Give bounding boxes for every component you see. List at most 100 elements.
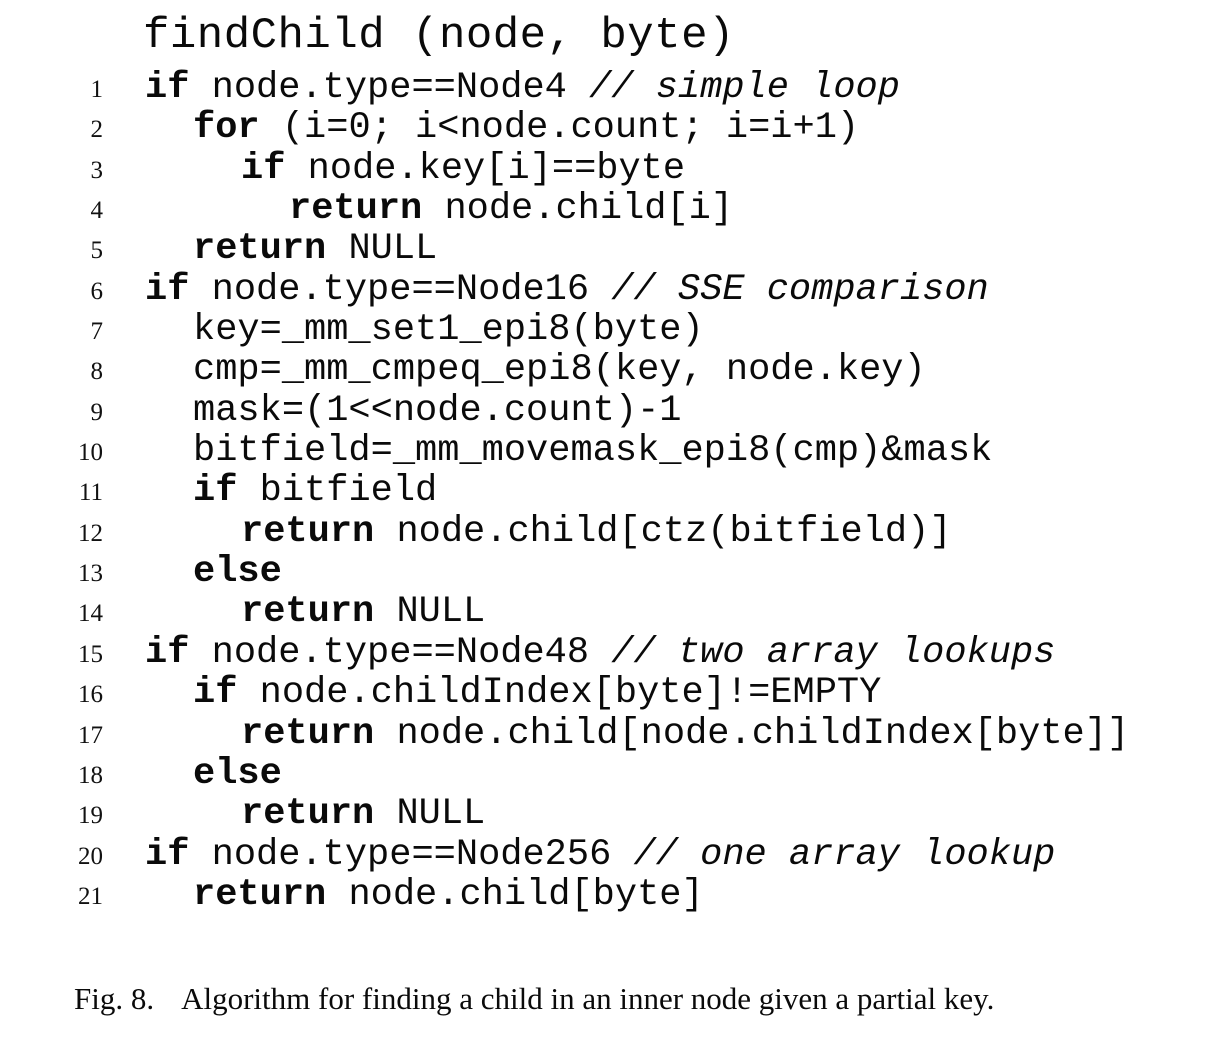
code-comment: // one array lookup	[633, 833, 1056, 876]
code-comment: // two array lookups	[611, 631, 1056, 674]
code-keyword: else	[193, 551, 282, 594]
line-number: 8	[90, 358, 104, 386]
code-keyword: return	[241, 793, 375, 836]
code-fragment: node.child[ctz(bitfield)]	[374, 510, 952, 553]
code-keyword: return	[241, 510, 375, 553]
line-number: 4	[90, 197, 104, 225]
code-fragment: node.type==Node48	[189, 631, 612, 674]
code-comment: // simple loop	[589, 67, 900, 109]
line-number: 11	[78, 479, 103, 507]
code-text: for (i=0; i<node.count; i=i+1)	[103, 108, 859, 148]
line-number: 1	[90, 76, 104, 103]
line-number: 13	[78, 560, 103, 588]
code-text: bitfield=_mm_movemask_epi8(cmp)&mask	[103, 431, 992, 471]
figure-caption: Fig. 8. Algorithm for finding a child in …	[74, 980, 994, 1018]
code-line: 9 mask=(1<<node.count)-1	[0, 391, 1208, 431]
line-number: 17	[78, 721, 103, 749]
code-fragment: node.type==Node256	[189, 833, 634, 876]
code-line: 18 else	[0, 754, 1208, 794]
code-text: return node.child[ctz(bitfield)]	[103, 512, 952, 552]
code-fragment: node.type==Node4	[189, 67, 590, 109]
code-fragment: node.childIndex[byte]!=EMPTY	[237, 672, 882, 715]
code-text: if node.type==Node48 // two array lookup…	[103, 633, 1055, 673]
code-keyword: else	[193, 752, 282, 795]
code-comment: // SSE comparison	[611, 268, 989, 311]
code-line: 7 key=_mm_set1_epi8(byte)	[0, 310, 1208, 350]
code-keyword: if	[145, 268, 190, 311]
figure-caption-text: Algorithm for finding a child in an inne…	[181, 981, 995, 1016]
code-fragment: NULL	[326, 228, 438, 271]
code-keyword: if	[193, 672, 238, 715]
code-text: key=_mm_set1_epi8(byte)	[103, 310, 704, 350]
line-number: 3	[90, 156, 104, 184]
code-keyword: return	[289, 188, 423, 231]
code-text: cmp=_mm_cmpeq_epi8(key, node.key)	[103, 350, 926, 390]
line-number: 7	[90, 318, 104, 346]
code-fragment: node.type==Node16	[189, 268, 612, 311]
code-fragment: NULL	[374, 591, 486, 634]
code-line: 21 return node.child[byte]	[0, 875, 1208, 915]
code-line: 13 else	[0, 552, 1208, 592]
code-line: 10 bitfield=_mm_movemask_epi8(cmp)&mask	[0, 431, 1208, 471]
line-number: 18	[78, 761, 103, 789]
line-number: 5	[90, 237, 104, 265]
code-fragment: NULL	[374, 793, 486, 836]
line-number: 16	[78, 681, 103, 709]
code-text: if node.childIndex[byte]!=EMPTY	[103, 673, 881, 713]
line-number: 20	[78, 842, 103, 870]
code-text: return NULL	[103, 794, 485, 834]
code-fragment: mask=(1<<node.count)-1	[193, 389, 682, 432]
code-fragment: node.key[i]==byte	[285, 147, 686, 190]
code-fragment: node.child[node.childIndex[byte]]	[374, 712, 1130, 755]
line-number: 6	[90, 277, 104, 305]
code-keyword: if	[193, 470, 238, 513]
figure-caption-label: Fig. 8.	[74, 981, 155, 1016]
code-fragment: bitfield=_mm_movemask_epi8(cmp)&mask	[193, 430, 993, 473]
algorithm-title: findChild (node, byte)	[143, 11, 735, 61]
code-text: return node.child[node.childIndex[byte]]	[103, 712, 1130, 755]
code-keyword: return	[193, 228, 327, 271]
line-number: 19	[78, 802, 103, 830]
code-text: if node.type==Node256 // one array looku…	[103, 833, 1056, 876]
code-keyword: return	[193, 873, 327, 916]
code-fragment: bitfield	[237, 470, 438, 513]
line-number: 2	[90, 116, 104, 144]
code-text: return NULL	[103, 592, 485, 632]
code-fragment: key=_mm_set1_epi8(byte)	[193, 309, 704, 352]
code-text: return node.child[i]	[103, 189, 733, 229]
code-text: if node.key[i]==byte	[103, 149, 685, 189]
line-number: 21	[78, 882, 103, 910]
line-number: 14	[78, 600, 103, 628]
code-text: if node.type==Node16 // SSE comparison	[103, 270, 989, 310]
code-text: if bitfield	[103, 471, 437, 511]
code-fragment: node.child[byte]	[326, 873, 704, 916]
code-keyword: return	[241, 712, 375, 755]
code-text: mask=(1<<node.count)-1	[103, 391, 681, 431]
code-fragment: (i=0; i<node.count; i=i+1)	[259, 107, 860, 150]
line-number: 10	[78, 439, 103, 467]
code-text: else	[103, 754, 282, 794]
code-text: if node.type==Node4 // simple loop	[103, 68, 900, 108]
line-number: 12	[78, 519, 103, 547]
code-text: return NULL	[103, 229, 437, 269]
code-text: else	[103, 552, 282, 592]
line-number: 9	[90, 398, 104, 426]
code-keyword: if	[145, 631, 190, 674]
code-keyword: if	[145, 833, 190, 876]
line-number: 15	[78, 640, 103, 668]
